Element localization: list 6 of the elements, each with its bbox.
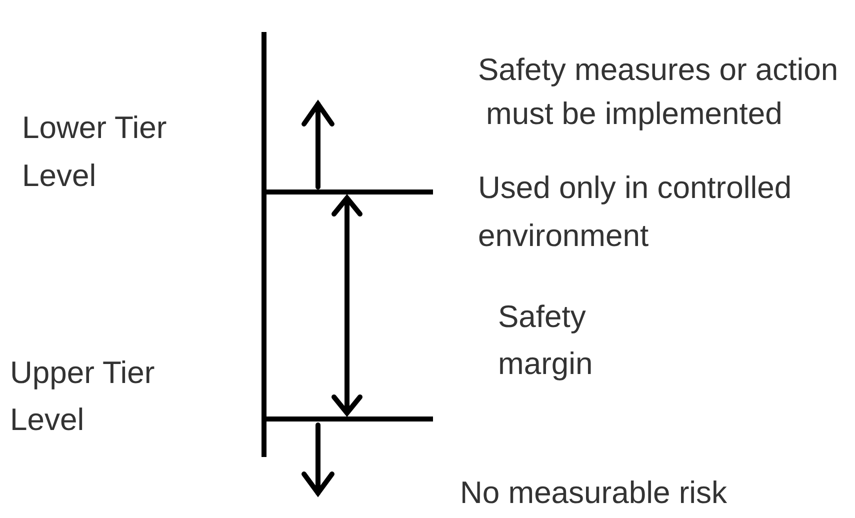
zone-description: Safety measures or action must be implemented <box>478 51 840 133</box>
level-label: Lower Tier Level <box>22 109 168 195</box>
zone-description: Used only in controlled environment <box>478 169 793 255</box>
zone-description: No measurable risk <box>460 474 728 512</box>
level-label: Upper Tier Level <box>10 354 156 439</box>
zone-description: Safety margin <box>498 298 594 383</box>
